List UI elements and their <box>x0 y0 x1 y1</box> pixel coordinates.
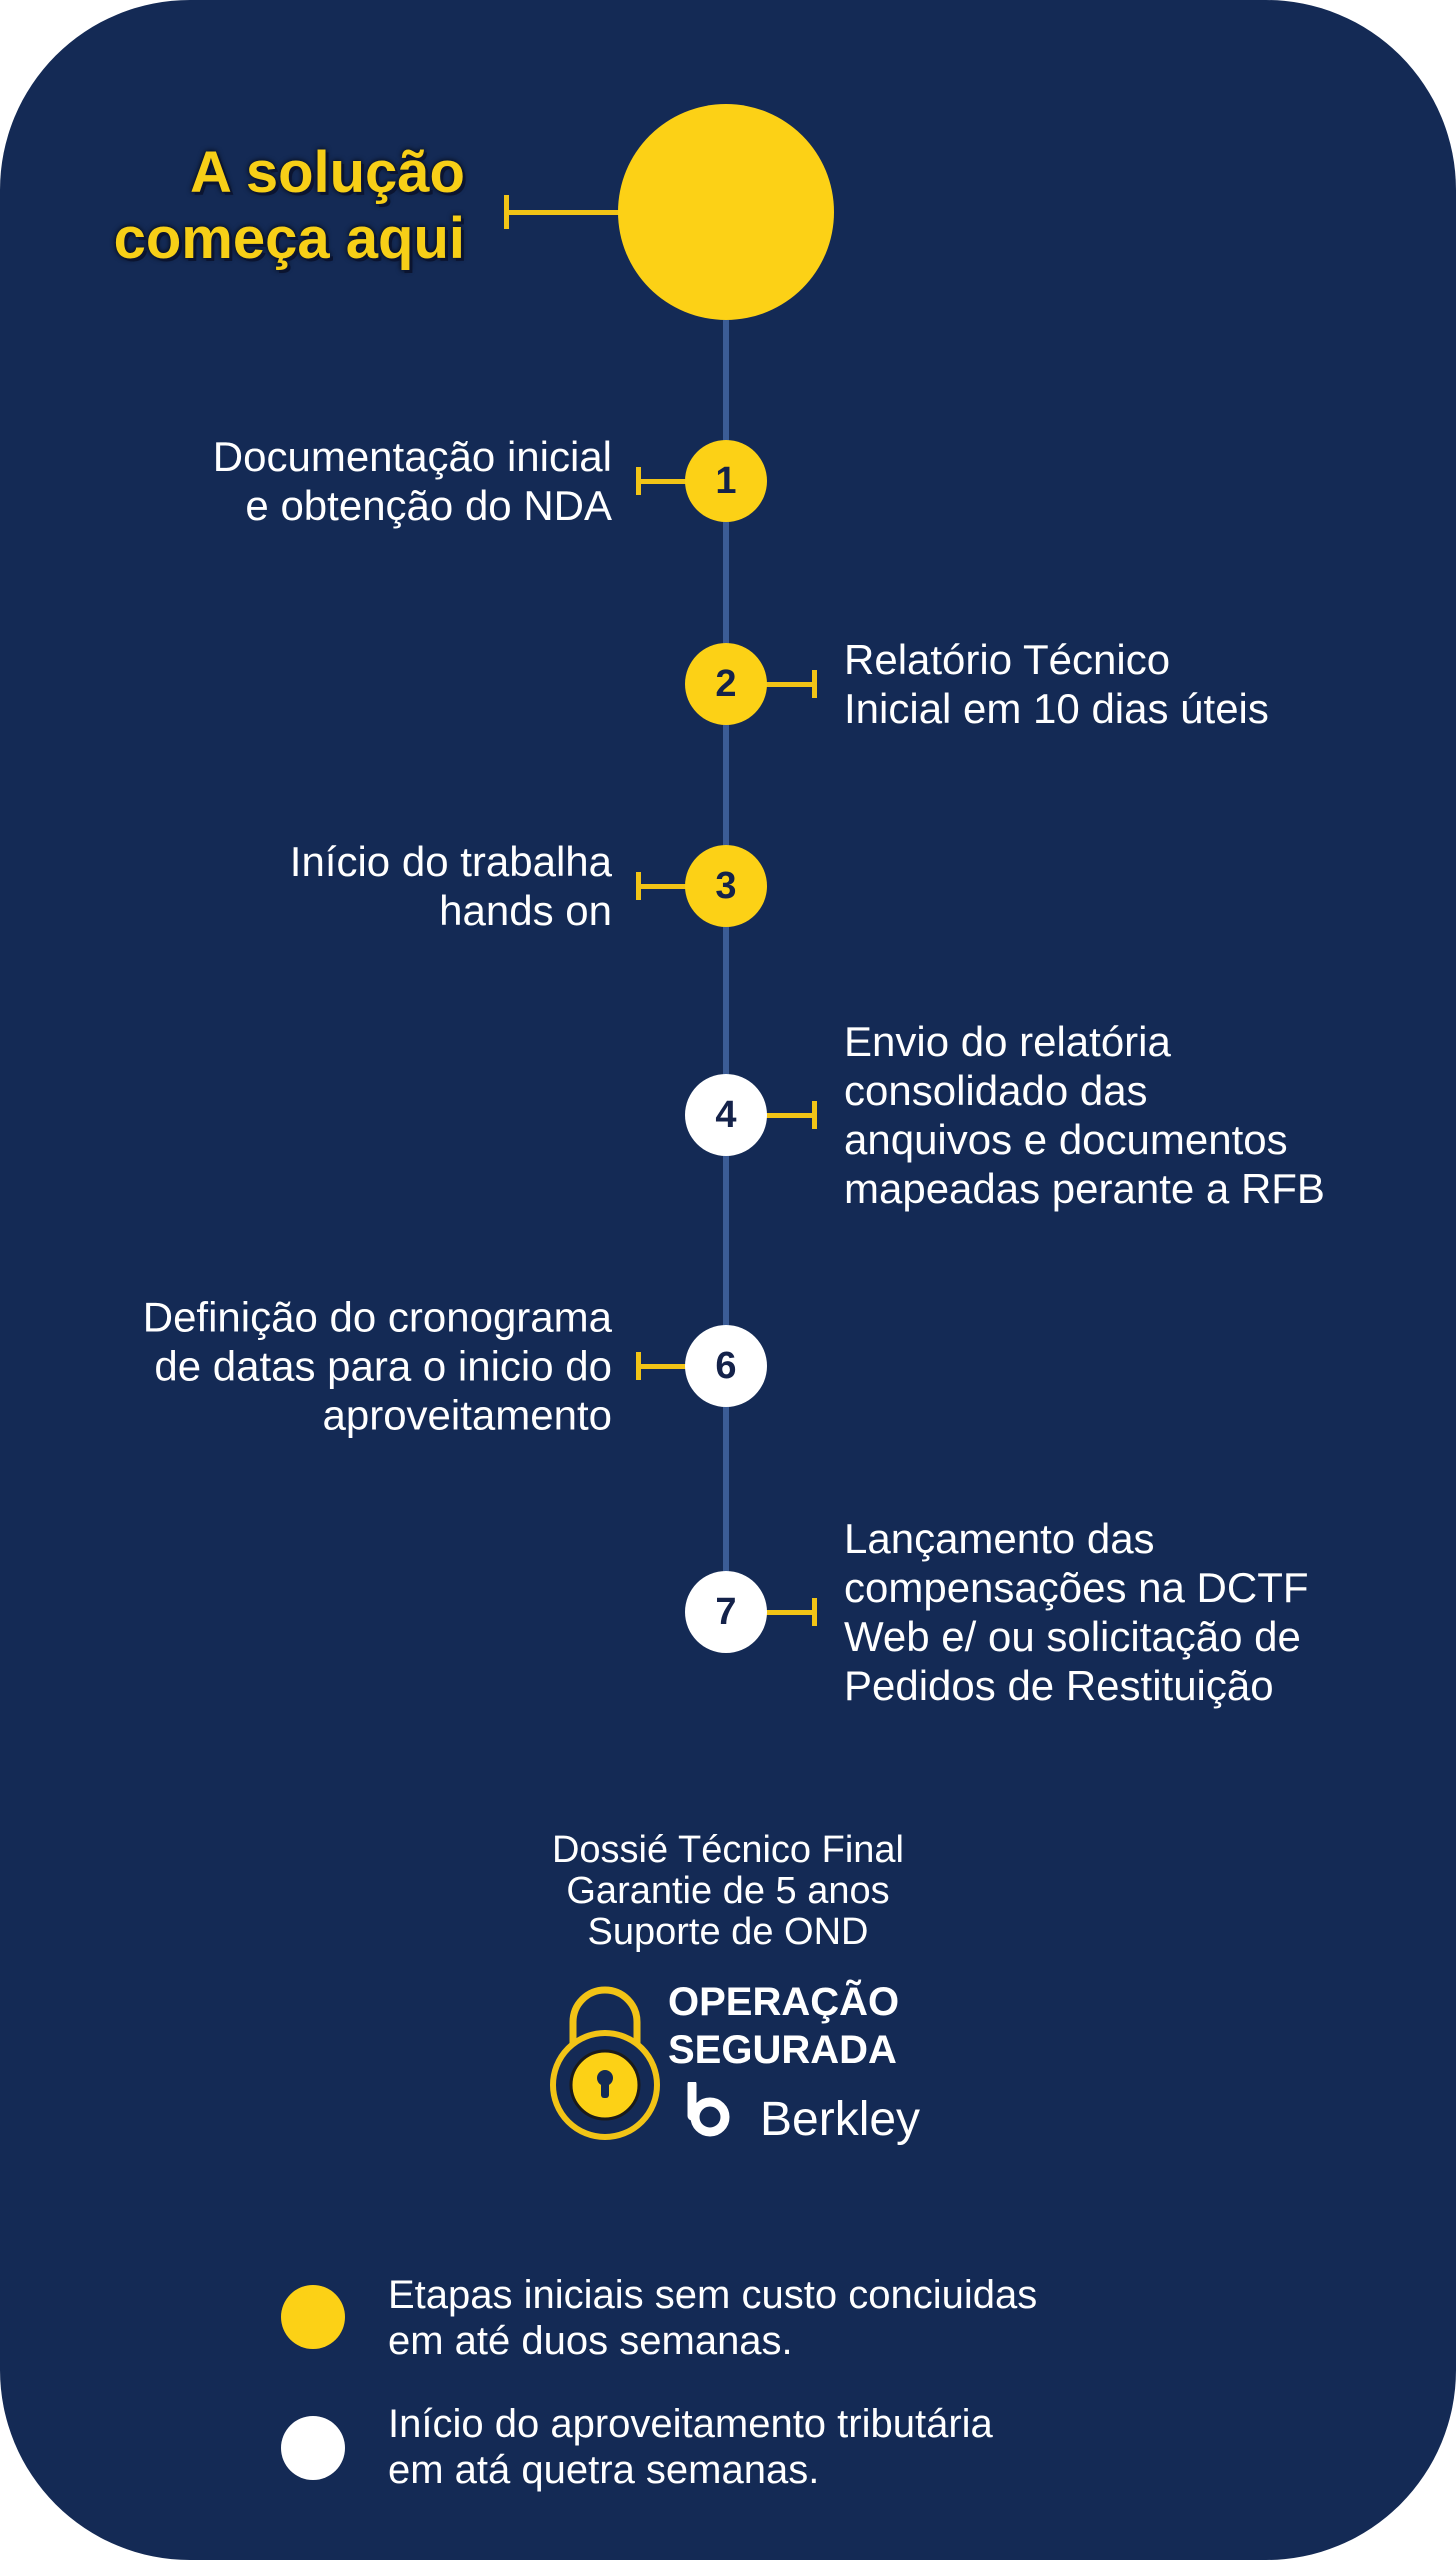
legend-yellow-dot <box>281 2285 345 2349</box>
legend-item-yellow: Etapas iniciais sem custo conciuidas em … <box>388 2272 1037 2364</box>
step-text-line: consolidado das <box>844 1067 1148 1114</box>
step-connector <box>764 1610 814 1615</box>
step-node-1: 1 <box>685 440 767 522</box>
step-text-line: Lançamento das <box>844 1515 1155 1562</box>
connector-tick <box>812 1598 817 1626</box>
step-node-2: 2 <box>685 643 767 725</box>
start-circle <box>618 104 834 320</box>
operacao-segurada-label: OPERAÇÃO SEGURADA <box>668 1978 899 2074</box>
legend-line: Início do aproveitamento tributária <box>388 2402 993 2446</box>
badge-line-2: SEGURADA <box>668 2028 897 2072</box>
legend-line: em até duos semanas. <box>388 2319 793 2363</box>
step-text-line: Envio do relatória <box>844 1018 1171 1065</box>
step-connector <box>638 479 688 484</box>
step-text-line: mapeadas perante a RFB <box>844 1165 1325 1212</box>
timeline-line <box>723 320 729 1640</box>
connector-tick <box>812 1101 817 1129</box>
legend-white-dot <box>281 2416 345 2480</box>
step-node-6: 6 <box>685 1325 767 1407</box>
step-text-line: anquivos e documentos <box>844 1116 1288 1163</box>
final-line: Garantie de 5 anos <box>566 1870 890 1912</box>
berkley-b-logo <box>687 2082 730 2137</box>
step-connector <box>764 682 814 687</box>
step-node-4: 4 <box>685 1074 767 1156</box>
step-node-3: 3 <box>685 845 767 927</box>
title-line-1: A solução <box>189 140 465 205</box>
legend-line: em atá quetra semanas. <box>388 2448 820 2492</box>
final-line: Dossié Técnico Final <box>551 1829 904 1871</box>
step-connector <box>638 1364 688 1369</box>
connector-tick <box>812 670 817 698</box>
step-text-line: compensações na DCTF <box>844 1564 1309 1611</box>
step-text-line: Definição do cronograma <box>142 1293 612 1341</box>
legend-line: Etapas iniciais sem custo conciuidas <box>388 2273 1038 2317</box>
step-text-line: Relatório Técnico <box>844 636 1171 683</box>
step-text-line: e obtenção do NDA <box>245 482 612 529</box>
step-text-line: Documentação inicial <box>212 433 612 480</box>
berkley-brand: Berkley <box>760 2093 921 2146</box>
step-text-line: Inicial em 10 dias úteis <box>844 685 1269 732</box>
step-text-line: Início do trabalha <box>289 838 612 885</box>
step-text-line: de datas para o inicio do <box>154 1342 612 1390</box>
step-connector <box>638 884 688 889</box>
step-text-line: hands on <box>439 887 612 934</box>
step-node-7: 7 <box>685 1571 767 1653</box>
badge-line-1: OPERAÇÃO <box>668 1980 900 2024</box>
final-deliverables: Dossié Técnico Final Garantie de 5 anos … <box>378 1830 1078 1953</box>
step-text-line: aproveitamento <box>322 1391 612 1439</box>
step-connector <box>764 1113 814 1118</box>
padlock-icon <box>550 1986 660 2140</box>
final-line: Suporte de OND <box>587 1911 869 1953</box>
title-line-2: começa aqui <box>113 206 465 271</box>
page-title: A solução começa aqui <box>0 140 465 272</box>
step-text-line: Pedidos de Restituição <box>844 1662 1274 1709</box>
step-text-line: Web e/ ou solicitação de <box>844 1613 1301 1660</box>
title-connector <box>506 210 620 215</box>
legend-item-white: Início do aproveitamento tributária em a… <box>388 2401 993 2493</box>
